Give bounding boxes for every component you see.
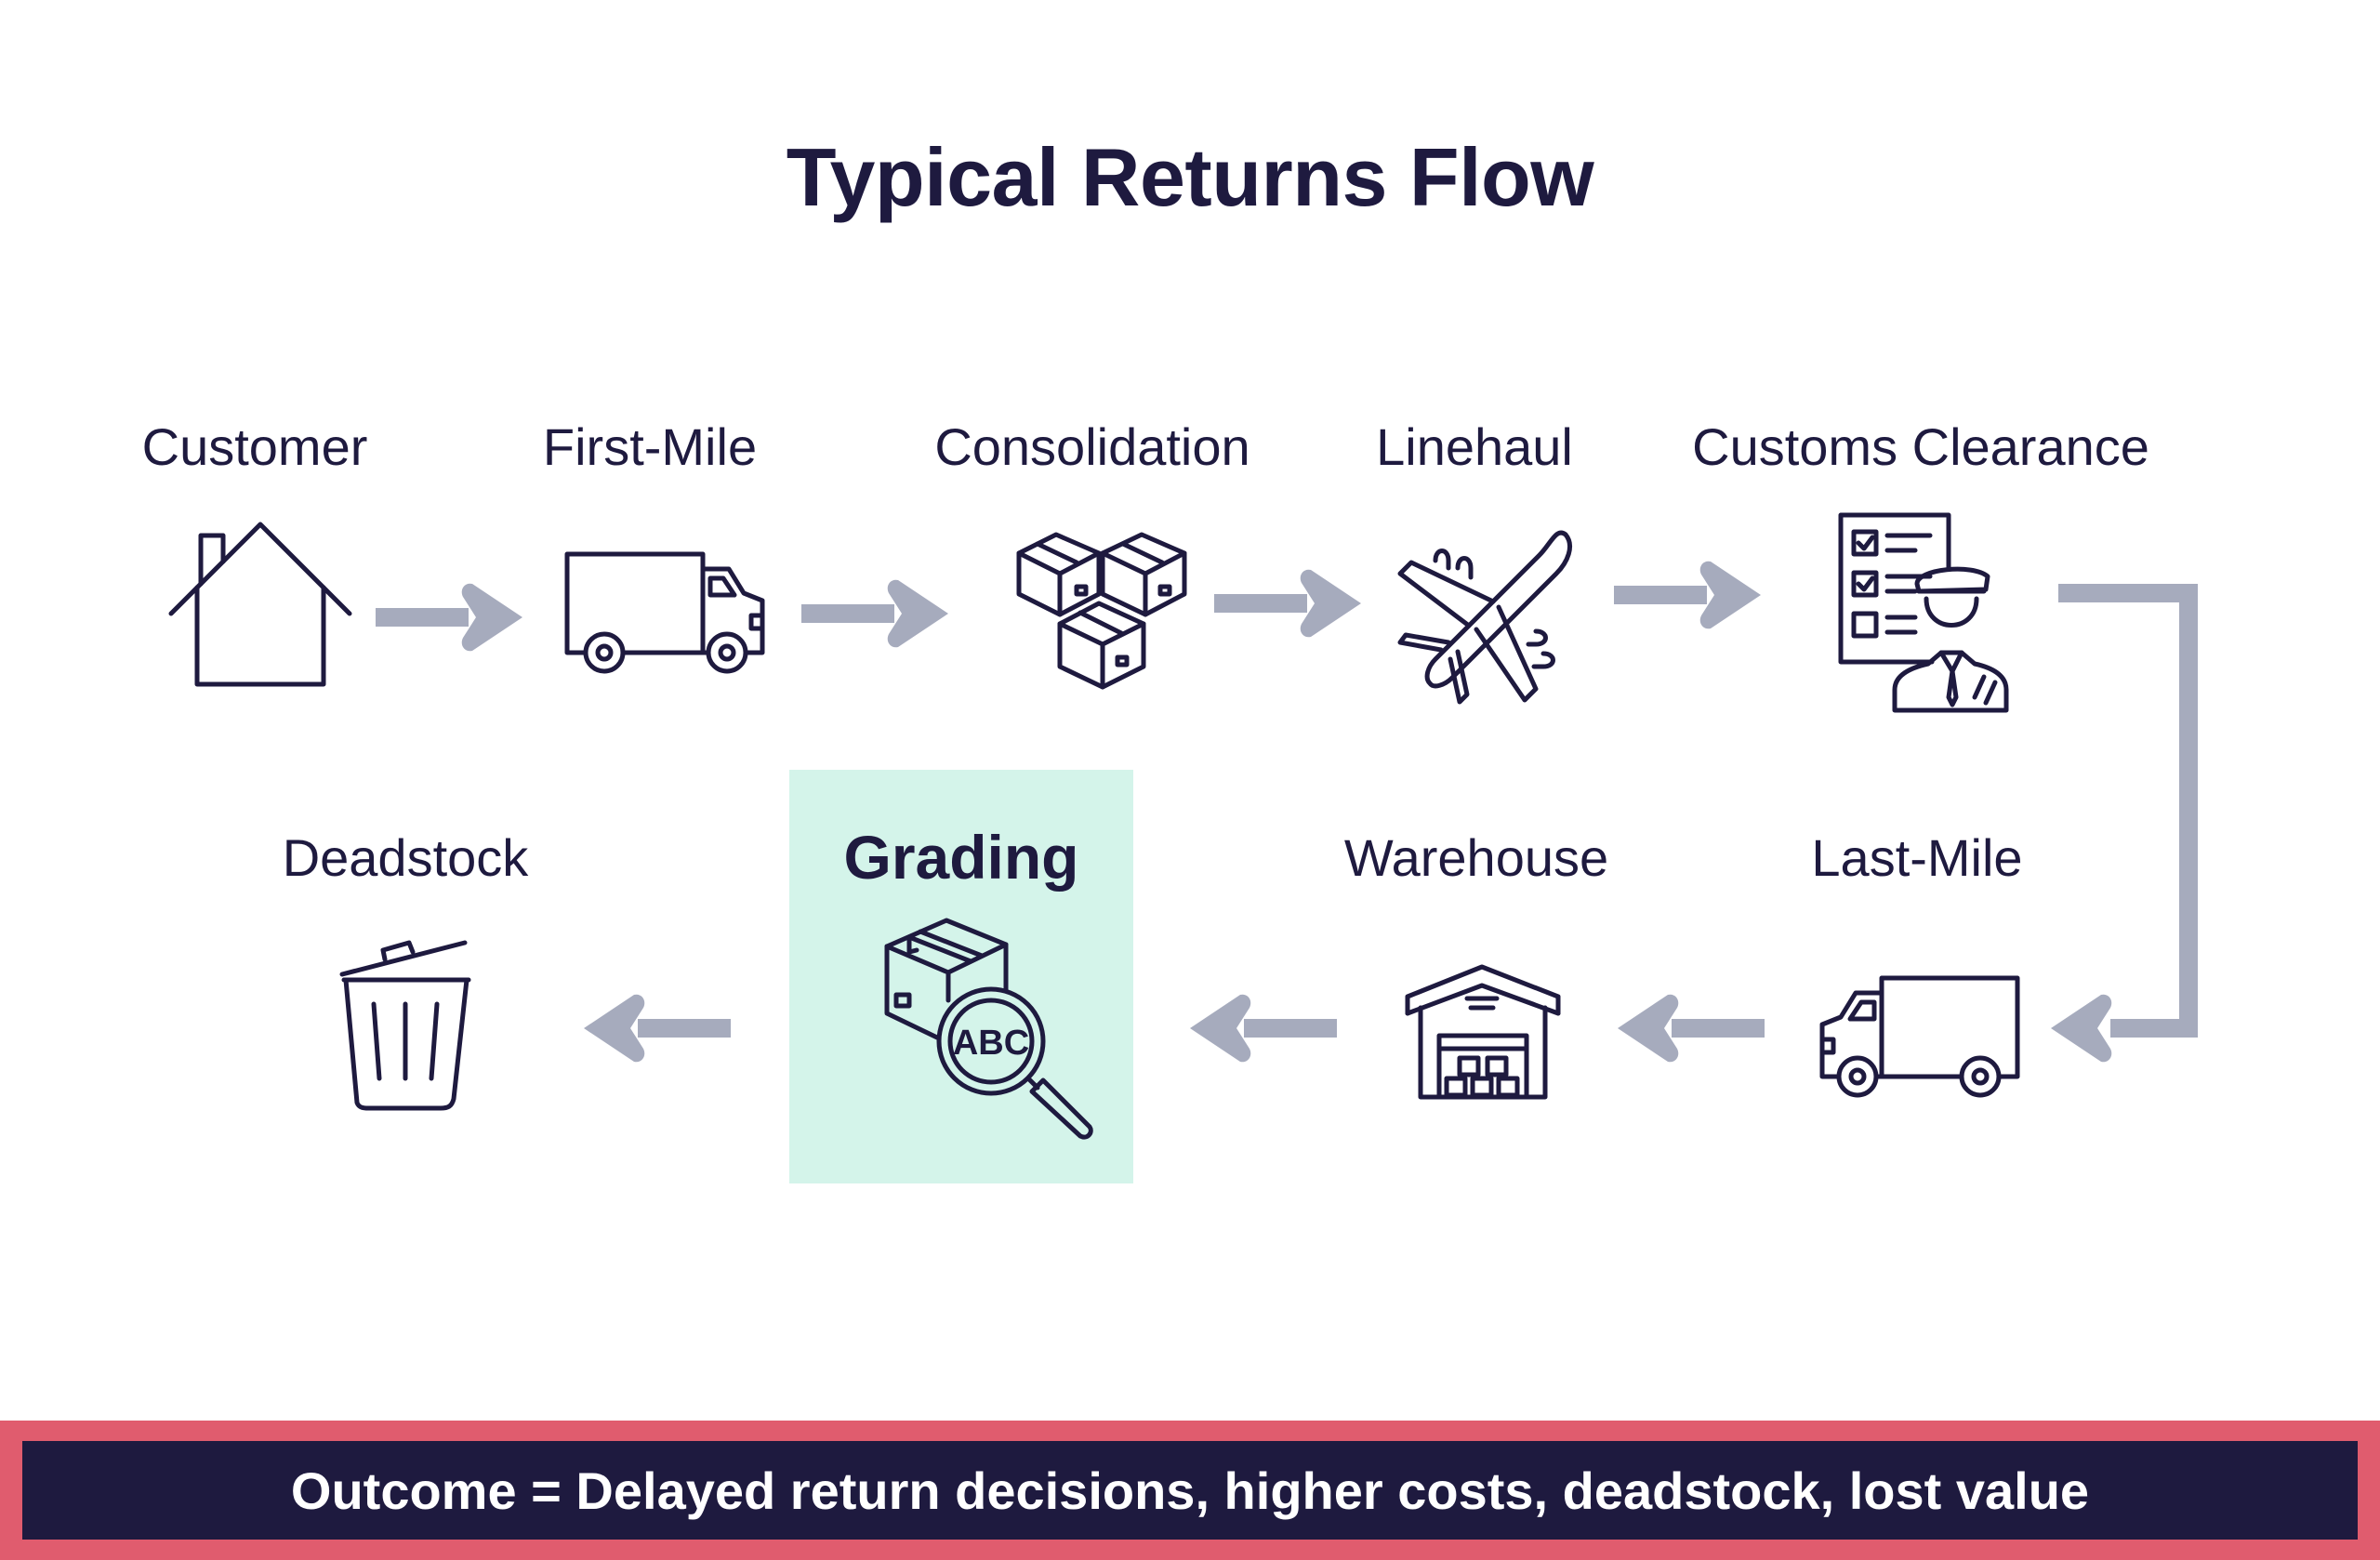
- truck-icon: [1817, 974, 2021, 1098]
- step-label-last-mile: Last-Mile: [1811, 828, 2023, 887]
- arrow-first-mile-to-consolidation: [801, 573, 954, 654]
- step-label-consolidation: Consolidation: [934, 417, 1250, 476]
- outcome-banner: Outcome = Delayed return decisions, high…: [0, 1421, 2380, 1560]
- arrow-consolidation-to-linehaul: [1214, 562, 1367, 644]
- boxes-icon: [1015, 527, 1190, 700]
- step-label-customer: Customer: [141, 417, 368, 476]
- warehouse-icon: [1404, 963, 1562, 1101]
- step-label-linehaul: Linehaul: [1376, 417, 1573, 476]
- arrow-customer-to-first-mile: [376, 576, 528, 658]
- outcome-text: Outcome = Delayed return decisions, high…: [22, 1441, 2358, 1540]
- arrow-customs-to-last-mile: [2036, 575, 2203, 1077]
- step-label-customs-clearance: Customs Clearance: [1692, 417, 2149, 476]
- step-label-warehouse: Warehouse: [1343, 828, 1609, 887]
- customs-officer-checklist-icon: [1837, 511, 2027, 714]
- airplane-icon: [1393, 525, 1575, 707]
- step-label-grading: Grading: [843, 823, 1079, 892]
- truck-icon: [563, 550, 768, 674]
- arrow-last-mile-to-warehouse: [1612, 987, 1765, 1069]
- step-label-first-mile: First-Mile: [542, 417, 758, 476]
- arrow-warehouse-to-grading: [1184, 987, 1337, 1069]
- grading-icon-text: ABC: [953, 1024, 1029, 1063]
- step-label-deadstock: Deadstock: [282, 828, 529, 887]
- arrow-grading-to-deadstock: [578, 987, 731, 1069]
- house-icon: [167, 521, 353, 688]
- trash-can-icon: [338, 939, 472, 1111]
- diagram-title: Typical Returns Flow: [786, 131, 1594, 223]
- box-magnifier-icon: ABC: [883, 917, 1093, 1144]
- arrow-linehaul-to-customs: [1614, 554, 1766, 636]
